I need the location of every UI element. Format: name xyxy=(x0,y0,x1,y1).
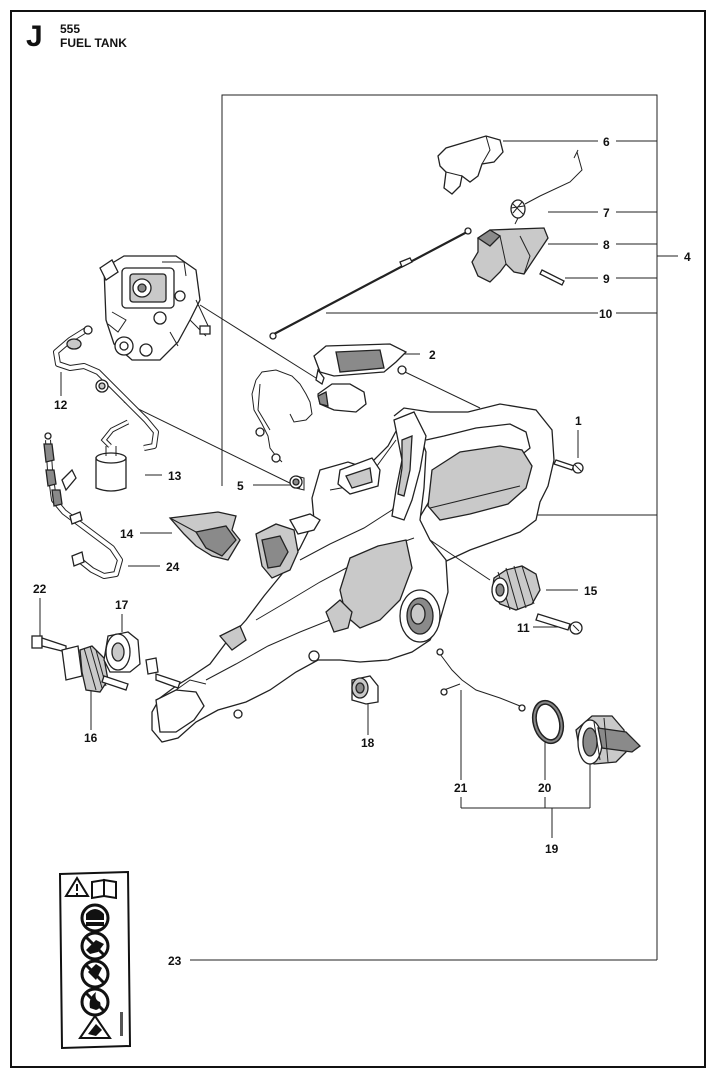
no-smoking-icon xyxy=(80,959,110,989)
callout-19: 19 xyxy=(545,842,559,856)
callout-13: 13 xyxy=(168,469,182,483)
part-7-spring xyxy=(510,149,583,225)
part-15-av-spring xyxy=(429,539,541,611)
page-frame xyxy=(10,10,706,1068)
callout-14: 14 xyxy=(120,527,134,541)
callout-11: 11 xyxy=(517,621,530,635)
part-14-cover xyxy=(168,511,241,561)
part-24-impulse-hose xyxy=(43,432,123,579)
part-11-screw xyxy=(535,613,583,635)
part-20-o-ring xyxy=(531,699,565,745)
part-22-bolt xyxy=(31,635,67,653)
part-9-pin xyxy=(539,269,565,286)
callout-23: 23 xyxy=(168,954,182,968)
read-manual-icon xyxy=(91,878,117,900)
callout-5: 5 xyxy=(237,479,244,493)
part-13-fuel-filter xyxy=(95,419,130,492)
callout-10: 10 xyxy=(599,307,613,321)
no-one-hand-operation-icon xyxy=(80,931,110,961)
callout-15: 15 xyxy=(584,584,598,598)
callout-22: 22 xyxy=(33,582,47,596)
callout-6: 6 xyxy=(603,135,610,149)
part-23-warning-decal xyxy=(58,870,132,1050)
callout-21: 21 xyxy=(454,781,468,795)
fuel-tank-rear-handle xyxy=(151,403,555,743)
callout-17: 17 xyxy=(115,598,129,612)
callout-20: 20 xyxy=(538,781,552,795)
callout-labels: 6 7 8 4 9 10 2 12 1 13 5 14 24 15 22 17 … xyxy=(33,135,691,968)
part-18-bushing xyxy=(351,675,379,705)
part-2-damper-bracket xyxy=(313,343,481,409)
page-title: FUEL TANK xyxy=(60,36,127,50)
part-12-fuel-hose xyxy=(53,325,159,451)
callout-9: 9 xyxy=(603,272,610,286)
no-flame-icon xyxy=(80,987,110,1017)
section-letter: J xyxy=(26,20,43,53)
callout-4: 4 xyxy=(684,250,691,264)
part-16-av-spring-front xyxy=(61,645,129,693)
part-17-rubber-buffer xyxy=(103,631,181,689)
part-21-cap-strap xyxy=(436,648,526,712)
ear-eye-protection-icon xyxy=(80,903,110,933)
callout-18: 18 xyxy=(361,736,375,750)
callout-24: 24 xyxy=(166,560,180,574)
callout-16: 16 xyxy=(84,731,98,745)
primer-and-lines xyxy=(251,369,367,463)
carburettor xyxy=(99,255,211,361)
part-10-throttle-rod xyxy=(269,227,472,340)
model-number: 555 xyxy=(60,22,81,36)
callout-7: 7 xyxy=(603,206,610,220)
callout-8: 8 xyxy=(603,238,610,252)
part-5-grommet xyxy=(289,475,305,491)
callout-2: 2 xyxy=(429,348,436,362)
part-6-handle-cover xyxy=(437,135,504,195)
part-19-fuel-cap xyxy=(575,715,641,765)
kickback-warning-icon xyxy=(78,1014,112,1039)
part-1-screw xyxy=(553,459,584,474)
callout-12: 12 xyxy=(54,398,68,412)
part-8-throttle-trigger xyxy=(471,227,549,283)
callout-1: 1 xyxy=(575,414,582,428)
